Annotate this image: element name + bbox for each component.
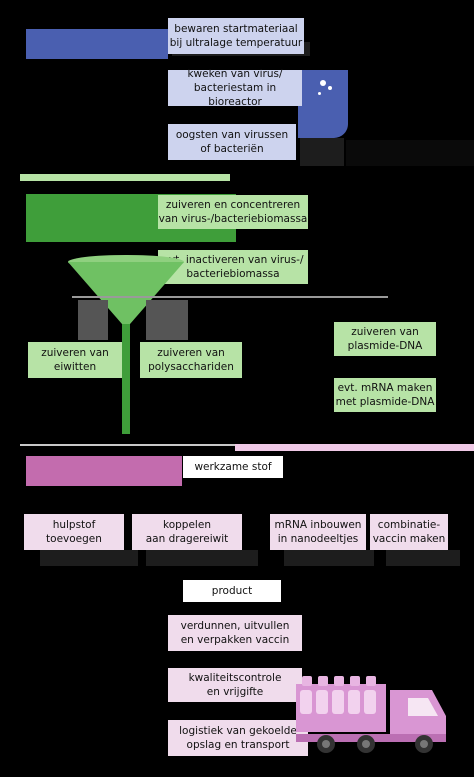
- step-purify-concentrate: zuiveren en concentreren van virus-/bact…: [158, 195, 308, 229]
- product-label: product: [183, 580, 281, 602]
- step-shadow: [386, 550, 460, 566]
- truck-icon: [296, 676, 446, 753]
- blue-accent: [346, 140, 474, 166]
- active-substance-label: werkzame stof: [183, 456, 283, 478]
- step-shadow: [40, 550, 138, 566]
- step-purify-polysaccharides: zuiveren van polysacchariden: [140, 342, 242, 378]
- step-mrna-nanoparticles: mRNA inbouwen in nanodeeltjes: [270, 514, 366, 550]
- stage-divider: [20, 444, 235, 446]
- bubble-icon: [318, 92, 321, 95]
- bioreactor-base: [300, 138, 344, 166]
- step-add-adjuvant: hulpstof toevoegen: [24, 514, 124, 550]
- funnel-support-left: [78, 300, 108, 340]
- pink-stage-bar: [26, 456, 182, 486]
- step-conjugate-carrier: koppelen aan dragereiwit: [132, 514, 242, 550]
- step-cold-chain-logistics: logistiek van gekoelde opslag en transpo…: [168, 720, 308, 756]
- bubble-icon: [328, 86, 332, 90]
- step-store-starting-material: bewaren startmateriaal bij ultralage tem…: [168, 18, 304, 54]
- funnel-support-right: [146, 300, 188, 340]
- bubble-icon: [320, 80, 326, 86]
- step-harvest: oogsten van virussen of bacteriën: [168, 124, 296, 160]
- step-purify-proteins: zuiveren van eiwitten: [28, 342, 122, 378]
- stage-divider: [235, 444, 474, 451]
- stage-divider: [72, 296, 388, 298]
- step-shadow: [146, 550, 258, 566]
- funnel-icon: [68, 255, 184, 434]
- step-quality-control: kwaliteitscontrole en vrijgifte: [168, 668, 302, 702]
- step-grow-in-bioreactor: kweken van virus/ bacteriestam in biorea…: [168, 68, 302, 108]
- step-combination-vaccine: combinatie- vaccin maken: [370, 514, 448, 550]
- step-make-mrna: evt. mRNA maken met plasmide-DNA: [334, 378, 436, 412]
- step-purify-plasmid-dna: zuiveren van plasmide-DNA: [334, 322, 436, 356]
- blue-stage-bar: [26, 29, 168, 59]
- step-shadow: [284, 550, 374, 566]
- step-inactivate: evt. inactiveren van virus-/ bacteriebio…: [158, 250, 308, 284]
- stage-divider: [20, 174, 230, 181]
- step-fill-package: verdunnen, uitvullen en verpakken vaccin: [168, 615, 302, 651]
